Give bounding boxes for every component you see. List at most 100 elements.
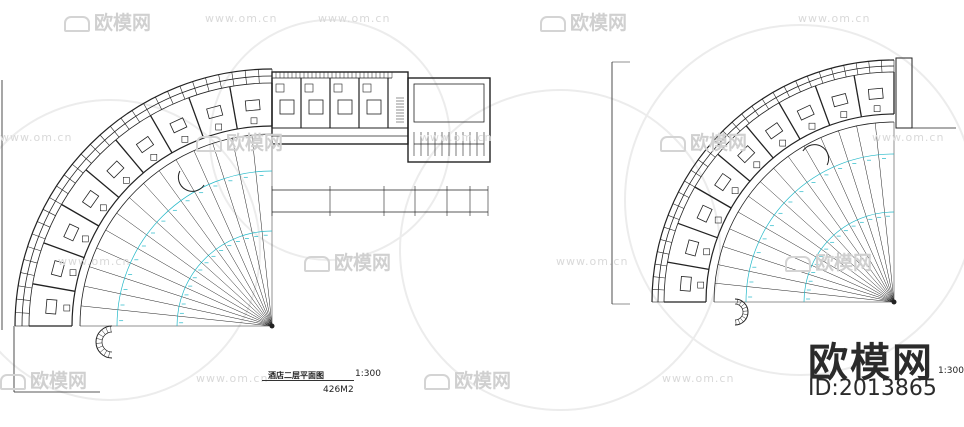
bathroom-icon — [873, 105, 881, 112]
watermark-url: www.om.cn — [798, 12, 871, 25]
watermark-url: www.om.cn — [205, 12, 278, 25]
facade-mullion — [15, 312, 30, 314]
watermark-url: www.om.cn — [662, 372, 735, 385]
bathroom-icon — [703, 248, 710, 256]
bathroom-icon — [362, 83, 372, 93]
facade-mullion — [761, 98, 769, 110]
watermark-logo: 欧模网 — [785, 248, 872, 275]
bed-icon — [63, 223, 80, 242]
dimension-arc — [803, 211, 895, 303]
stair-tread — [101, 329, 106, 335]
watermark-logo: 欧模网 — [64, 8, 151, 35]
facade-mullion — [795, 80, 801, 93]
facade-mullion — [155, 96, 162, 110]
stair-tread — [99, 348, 105, 353]
facade-mullion — [667, 215, 680, 220]
spiral-stair — [95, 325, 113, 359]
bed-icon — [714, 172, 732, 192]
facade-mullion — [783, 86, 790, 98]
spiral-stair — [177, 170, 205, 192]
facade-mullion — [120, 117, 130, 130]
facade-mullion — [831, 68, 835, 80]
stair-tread — [740, 317, 744, 322]
bed-icon — [337, 99, 353, 115]
brand-id: ID:2013865 — [808, 376, 937, 401]
stair-tread — [740, 303, 745, 307]
facade-mullion — [63, 174, 76, 184]
facade-mullion — [684, 180, 695, 188]
facade-mullion — [80, 153, 92, 164]
room-wall — [115, 139, 144, 174]
bathroom-icon — [714, 216, 722, 224]
facade-mullion — [807, 75, 812, 88]
watermark-url: www.om.cn — [0, 131, 73, 144]
watermark-circle — [624, 24, 964, 376]
facade-mullion — [654, 263, 667, 267]
watermark-circle — [0, 99, 261, 401]
facade-mullion — [16, 298, 31, 301]
bathroom-icon — [779, 139, 787, 147]
watermark-url: www.om.cn — [58, 255, 131, 268]
stair-tread — [741, 315, 747, 319]
stair-tread — [96, 338, 103, 341]
facade-mullion — [110, 126, 120, 138]
facade-mullion — [672, 203, 685, 209]
bed-icon — [206, 104, 224, 120]
bed-icon — [867, 87, 884, 100]
corridor-wall — [713, 121, 895, 303]
watermark-logo: 欧模网 — [0, 366, 87, 393]
room-wall — [745, 125, 774, 159]
bathroom-icon — [840, 111, 848, 118]
bathroom-icon — [808, 122, 816, 130]
room-wall — [188, 97, 205, 139]
radial-axis — [175, 159, 273, 327]
facade-mullion — [18, 285, 33, 289]
watermark-logo: 欧模网 — [540, 8, 627, 35]
room-wall — [149, 115, 173, 154]
facade-mullion — [653, 276, 666, 279]
facade-mullion — [99, 134, 110, 146]
radial-axis — [143, 183, 273, 327]
bed-icon — [737, 145, 756, 164]
stair-tread — [742, 313, 748, 316]
room-wall — [694, 186, 732, 209]
bed-icon — [81, 189, 100, 209]
right-floor-plan — [611, 57, 956, 326]
stair-tread — [738, 300, 742, 306]
radial-axis — [84, 285, 273, 327]
stair-tread — [98, 333, 104, 338]
facade-mullion — [56, 185, 69, 194]
stair-tread — [737, 319, 741, 325]
end-wall — [895, 57, 913, 129]
lobby-room — [413, 83, 485, 123]
spiral-stair — [101, 331, 113, 353]
fan-center-point — [269, 323, 275, 329]
stair-tread — [742, 306, 748, 310]
facade-mullion — [131, 110, 140, 123]
facade-mullion — [143, 103, 151, 116]
bed-icon — [135, 135, 155, 154]
facade-mullion — [652, 289, 665, 291]
bathroom-icon — [215, 123, 222, 131]
bathroom-icon — [275, 83, 285, 93]
room-wall — [32, 283, 76, 292]
radial-axis — [89, 266, 273, 327]
bed-icon — [366, 99, 382, 115]
facade-mullion — [663, 226, 676, 232]
stair-tread — [110, 326, 112, 333]
watermark-url: www.om.cn — [420, 131, 493, 144]
watermark-logo: 欧模网 — [304, 248, 391, 275]
dimension-arc — [116, 170, 273, 327]
room-wall — [43, 242, 85, 259]
facade-mullion — [167, 91, 174, 105]
watermark-url: www.om.cn — [318, 12, 391, 25]
left-plan-area: 426M2 — [323, 385, 354, 395]
bed-icon — [45, 298, 58, 315]
spiral-stair — [802, 144, 830, 166]
spiral-stair — [734, 303, 744, 321]
bathroom-icon — [250, 117, 258, 125]
facade-mullion — [722, 130, 732, 140]
bathroom-icon — [150, 154, 158, 161]
